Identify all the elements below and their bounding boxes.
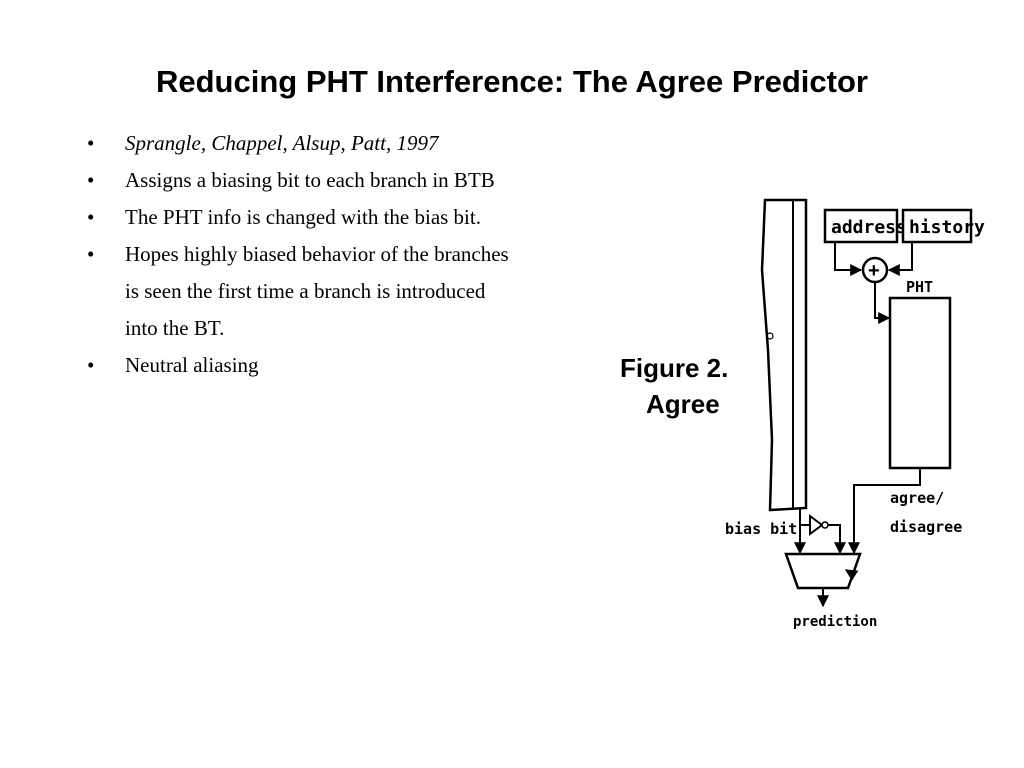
bullet-dot: • [87,131,95,155]
inverter-gate [809,514,829,536]
agree-label: agree/ [890,489,944,507]
pht-table [888,296,952,470]
address-register: address [823,208,907,244]
bias-bit-label: bias bit [725,520,797,538]
adder-symbol: + [868,260,880,282]
bullet-continuation: is seen the first time a branch is intro… [87,273,607,310]
bullet-continuation: into the BT. [87,310,607,347]
bullet-dot: • [87,168,95,192]
bullet-text: Neutral aliasing [125,353,259,377]
agree-predictor-diagram: Figure 2. Agree address history + PHT ag… [620,198,985,630]
bullet-text: Assigns a biasing bit to each branch in … [125,168,495,192]
history-label: history [909,217,985,238]
entry-marker-icon [766,332,774,340]
bullet-item: • Sprangle, Chappel, Alsup, Patt, 1997 [87,125,607,162]
bullet-item: • The PHT info is changed with the bias b… [87,199,607,236]
bullet-dot: • [87,242,95,266]
bullet-dot: • [87,353,95,377]
history-register: history [901,208,985,244]
xor-adder: + [861,256,889,284]
disagree-label: disagree [890,518,962,536]
pht-label: PHT [906,278,933,296]
bullet-item: • Hopes highly biased behavior of the bra… [87,236,607,273]
bullet-list: • Sprangle, Chappel, Alsup, Patt, 1997 • A… [87,125,607,384]
btb-table [760,198,808,512]
bullet-text: The PHT info is changed with the bias bi… [125,205,481,229]
bullet-item: • Assigns a biasing bit to each branch in… [87,162,607,199]
slide-title: Reducing PHT Interference: The Agree Pre… [155,64,868,99]
selector-mux [784,552,862,590]
bullet-dot: • [87,205,95,229]
bullet-text: Sprangle, Chappel, Alsup, Patt, 1997 [125,131,439,155]
prediction-label: prediction [793,614,877,630]
bullet-item: • Neutral aliasing [87,347,607,384]
bullet-text: into the BT. [125,316,225,340]
figure-caption-sub: Agree [646,389,720,419]
bullet-text: is seen the first time a branch is intro… [125,279,486,303]
address-label: address [831,217,907,238]
figure-caption: Figure 2. [620,353,728,383]
bullet-text: Hopes highly biased behavior of the bran… [125,242,509,266]
